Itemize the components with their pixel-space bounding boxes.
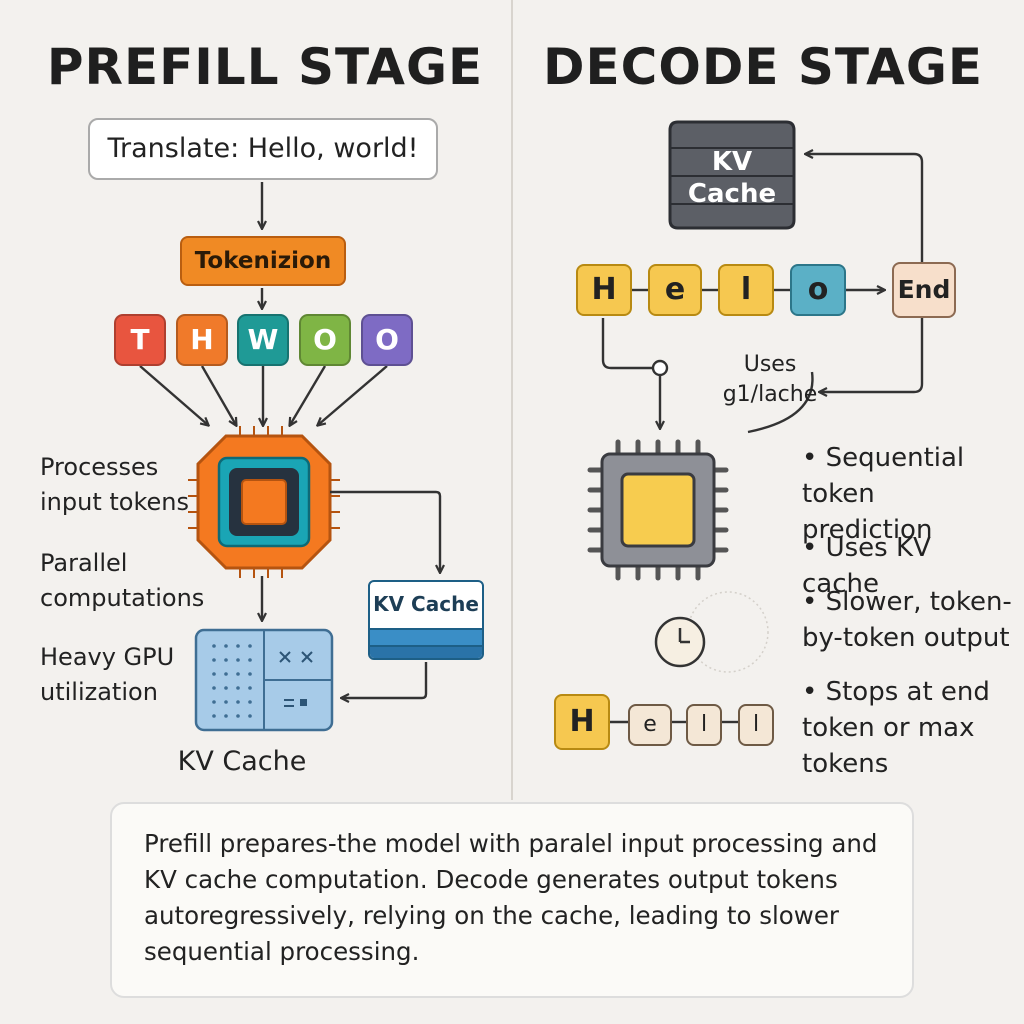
decode-seq-e: e (648, 264, 702, 316)
label-heavy-gpu: Heavy GPU utilization (40, 643, 175, 706)
output-token-e: e (628, 704, 672, 746)
token-tile-4: O (299, 314, 351, 366)
bullet-3-text: Slower, token-by-token output (802, 587, 1012, 653)
decode-gpu-chip (587, 439, 729, 581)
bullet-3: • Slower, token-by-token output (802, 587, 1012, 653)
label-processes-input: Processes input tokens (40, 453, 189, 516)
kv-cache-small-label: KV Cache (373, 592, 479, 616)
arrow-token-5 (318, 365, 388, 425)
bullet-2-text: Uses KV cache (802, 533, 931, 599)
arrow-kv-small-to-grid (342, 662, 428, 698)
decode-kv-label-line1: KV (711, 147, 753, 177)
kv-cache-small: KV Cache (368, 580, 484, 660)
label-parallel-computations: Parallel computations (40, 549, 205, 612)
uses-arc (747, 371, 814, 434)
loop-end-to-uses (820, 318, 924, 392)
token-tile-3: W (237, 314, 289, 366)
prefill-kv-grid (194, 628, 334, 732)
uses-cache-label: Uses g1/lache (720, 350, 820, 410)
prefill-title: PREFILL STAGE (46, 38, 484, 96)
bullet-1-text: Sequential token prediction (802, 443, 965, 545)
arrow-token-4 (290, 365, 327, 425)
bullet-4-text: Stops at end token or max tokens (802, 677, 990, 779)
prefill-gpu-chip (188, 426, 340, 578)
route-h-to-chip (601, 318, 660, 370)
token-tile-2: H (176, 314, 228, 366)
output-token-l1: l (686, 704, 722, 746)
token-tile-1: T (114, 314, 166, 366)
token-tile-5: O (361, 314, 413, 366)
arrow-token-1 (139, 365, 208, 425)
prompt-box: Translate: Hello, world! (88, 118, 438, 180)
kv-cache-caption: KV Cache (177, 746, 307, 777)
bullet-1: • Sequential token prediction (802, 443, 965, 545)
arrow-token-2 (200, 365, 236, 425)
decode-seq-l: l (718, 264, 774, 316)
route-node (651, 359, 669, 377)
tokenization-box: Tokenizion (180, 236, 346, 286)
uses-cache-line1: Uses (743, 352, 797, 377)
decode-kv-stack (668, 120, 796, 230)
clock-icon (654, 616, 706, 668)
bullet-4: • Stops at end token or max tokens (802, 677, 990, 779)
decode-seq-h: H (576, 264, 632, 316)
bullet-2: • Uses KV cache (802, 533, 931, 599)
uses-cache-line2: g1/lache (722, 382, 818, 407)
kv-cache-small-band-1 (370, 628, 482, 645)
arrow-chip-to-kv-small (330, 490, 440, 572)
decode-kv-label-line2: Cache (687, 179, 777, 209)
output-token-l2: l (738, 704, 774, 746)
kv-cache-small-band-2 (370, 645, 482, 658)
decode-kv-label: KV Cache (670, 146, 794, 210)
loop-end-to-kv (806, 154, 924, 262)
decode-end-token: End (892, 262, 956, 318)
summary-box: Prefill prepares-the model with paralel … (110, 802, 914, 998)
decode-title: DECODE STAGE (542, 38, 984, 96)
decode-seq-o: o (790, 264, 846, 316)
output-token-h: H (554, 694, 610, 750)
